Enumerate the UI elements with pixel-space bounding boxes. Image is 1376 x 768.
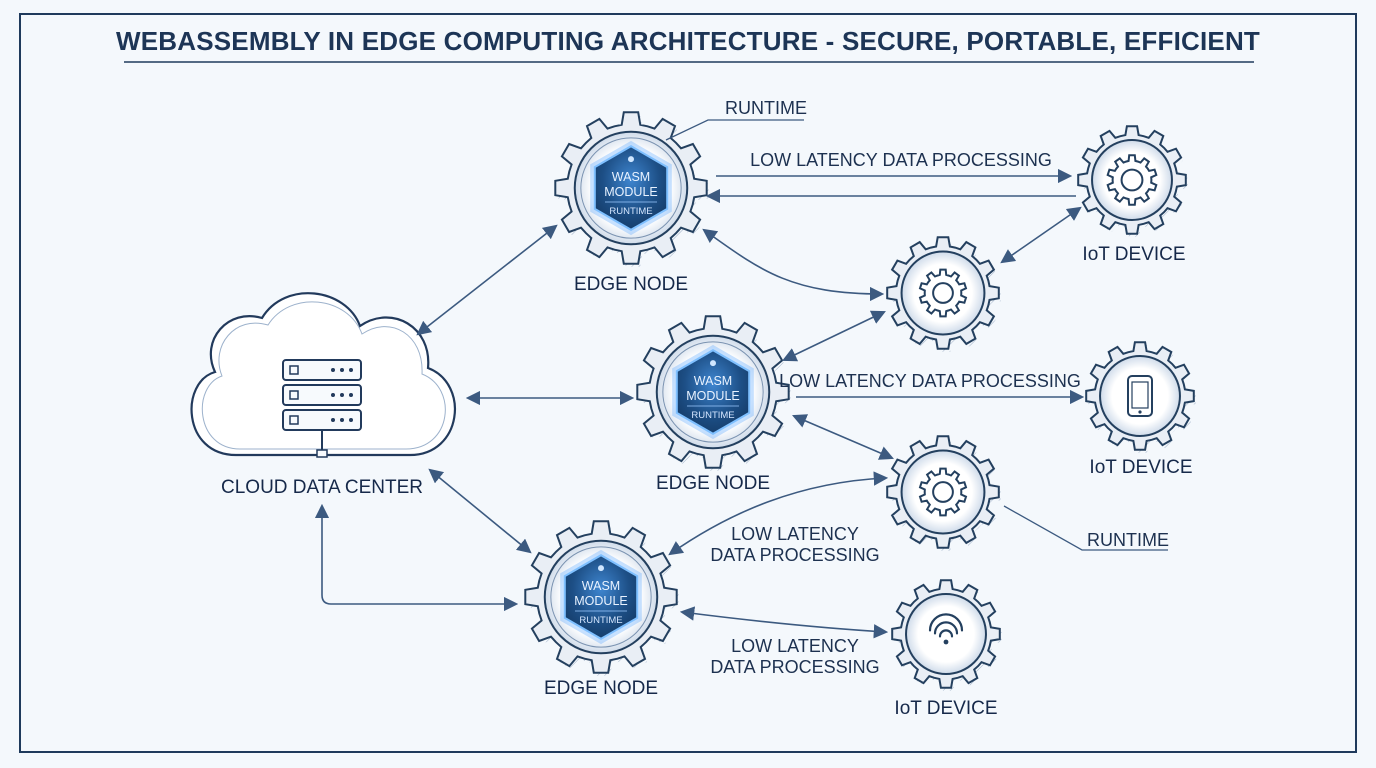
runtime-label: RUNTIME [609,206,652,217]
runtime-callout-label: RUNTIME [725,98,807,118]
connection-arrows [314,168,1085,639]
wasm-module-label: MODULE [574,594,627,608]
iot-device-label: IoT DEVICE [894,698,997,719]
edge-node-label: EDGE NODE [656,473,770,494]
arrow-device-gear [1000,206,1082,264]
arrow-cloud-edge-top [416,224,558,336]
gear-icon [918,467,968,517]
arrow-edge-middle-gear [792,414,894,460]
iot-device-gear [891,579,1002,691]
wifi-icon [928,613,964,645]
arrow-gear-edge-bottom [668,471,889,556]
diagram-title: WEBASSEMBLY IN EDGE COMPUTING ARCHITECTU… [116,26,1260,56]
flow-label: DATA PROCESSING [710,657,879,677]
runtime-callout-top: RUNTIME [665,98,807,141]
arrow-gear-edge-middle [782,310,886,362]
flow-label: LOW LATENCY [731,636,859,656]
gear-icon [1106,154,1158,206]
iot-device-gear [1085,341,1196,453]
iot-device-label: IoT DEVICE [1082,244,1185,265]
wasm-module-label: WASM [694,374,732,388]
outer-frame [19,13,1357,753]
wasm-module-label: MODULE [686,389,739,403]
edge-node-label: EDGE NODE [574,274,688,295]
cloud-label: CLOUD DATA CENTER [221,477,423,498]
flow-label: DATA PROCESSING [710,545,879,565]
flow-label: LOW LATENCY DATA PROCESSING [750,150,1052,170]
flow-label: LOW LATENCY [731,524,859,544]
flow-label: LOW LATENCY DATA PROCESSING [779,371,1081,391]
gear-icon [918,268,968,318]
wasm-module-label: WASM [612,170,650,184]
wasm-module-label: WASM [582,579,620,593]
wasm-module-label: MODULE [604,185,657,199]
edge-node-label: EDGE NODE [544,678,658,699]
gears-layer: WASMMODULERUNTIMEWASMMODULERUNTIMEWASMMO… [524,111,1196,691]
arrow-edge-bottom-device [679,606,889,639]
iot-device-gear [1077,125,1188,237]
cloud-data-center: CLOUD DATA CENTER [190,292,456,498]
runtime-label: RUNTIME [691,410,734,421]
runtime-callout-label: RUNTIME [1087,530,1169,550]
arrow-edge-top-gear [702,228,885,302]
arrow-cloud-elbow [314,503,519,612]
arrow-cloud-edge-bottom [428,468,532,554]
smartphone-icon [1127,375,1153,417]
runtime-callout-right: RUNTIME [1003,505,1169,551]
runtime-label: RUNTIME [579,615,622,626]
server-rack-icon [282,359,362,458]
runtime-gear [886,236,1001,352]
iot-device-label: IoT DEVICE [1089,457,1192,478]
runtime-gear [886,435,1001,551]
